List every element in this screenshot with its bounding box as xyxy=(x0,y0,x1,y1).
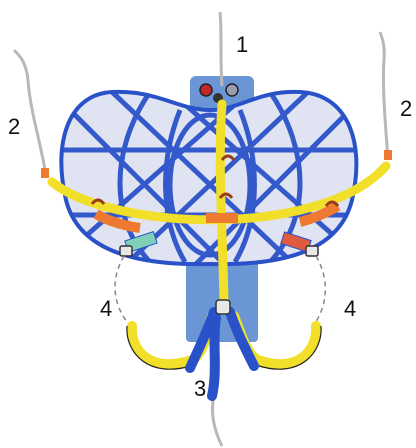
grey-bead xyxy=(226,84,238,96)
net-body xyxy=(60,90,360,270)
connector-left xyxy=(120,246,132,256)
dashed-guide-left xyxy=(115,256,132,328)
wire-tag-left xyxy=(41,168,49,178)
connector-right xyxy=(306,246,318,256)
yellow-vertical-strap xyxy=(220,104,224,300)
dashed-guide-right xyxy=(312,256,325,328)
label-1: 1 xyxy=(236,32,248,57)
label-4-right: 4 xyxy=(344,296,356,321)
wire-left xyxy=(14,50,45,170)
hub-clip xyxy=(216,300,230,314)
blue-strap-bottom xyxy=(212,318,216,396)
wire-top xyxy=(220,12,222,86)
label-2-left: 2 xyxy=(8,114,20,139)
wire-right xyxy=(380,32,388,160)
wire-tag-right xyxy=(384,150,392,160)
label-3: 3 xyxy=(194,376,206,401)
label-4-left: 4 xyxy=(100,296,112,321)
wire-bottom xyxy=(212,396,222,446)
label-2-right: 2 xyxy=(400,96,412,121)
red-bead xyxy=(200,84,212,96)
